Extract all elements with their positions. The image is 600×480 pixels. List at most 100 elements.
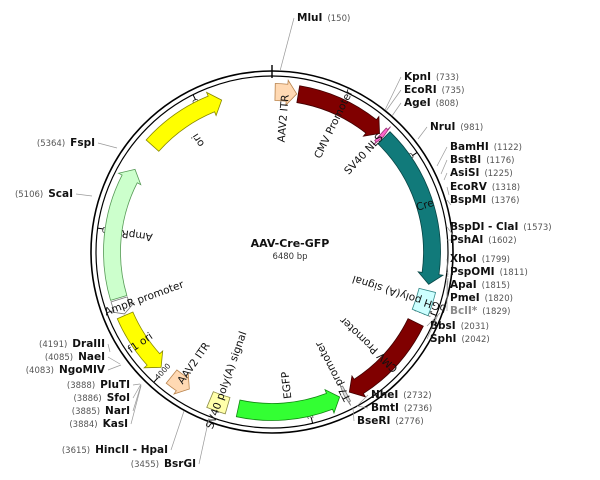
site-pmei: PmeI(1820) [450, 292, 513, 304]
site-mlui: MluI(150) [297, 12, 350, 24]
site-kpni: KpnI(733) [404, 71, 459, 83]
features [103, 79, 445, 421]
site-bamhi: BamHI(1122) [450, 141, 522, 153]
feature-bgh-poly-a-signal [411, 287, 437, 317]
site-sphi: SphI (2042) [430, 333, 490, 345]
site-name: NheI [371, 389, 398, 401]
site-name: AgeI [404, 97, 431, 109]
site-position: (4083) [26, 366, 54, 376]
feature-egfp [235, 388, 341, 421]
site-leader-line [107, 364, 122, 371]
site-name: SphI [430, 333, 456, 345]
site-name: ScaI [48, 188, 73, 200]
site-leader-line [97, 142, 118, 149]
site-leader-line [446, 258, 449, 276]
feature-label: ori [190, 131, 208, 149]
site-name: ApaI [450, 279, 477, 291]
site-asisi: AsiSI(1225) [450, 167, 513, 179]
site-position: (2031) [461, 322, 489, 332]
site-name: NruI [430, 121, 455, 133]
site-name: EcoRI [404, 84, 437, 96]
site-name: EcoRV [450, 181, 488, 193]
site-position: (2732) [403, 391, 431, 401]
feature-t7-promoter [338, 383, 352, 406]
site-bbsi: BbsI(2031) [430, 320, 489, 332]
site-position: (3888) [67, 381, 95, 391]
site-leader-line [391, 102, 402, 117]
site-position: (1376) [491, 196, 519, 206]
site-position: (1815) [482, 281, 510, 291]
site-leader-line [417, 126, 428, 140]
site-sfoi: SfoI(3886) [73, 392, 130, 404]
site-pspomi: PspOMI (1811) [450, 266, 528, 278]
site-nhei: NheI (2732) [371, 389, 432, 401]
site-name: BamHI [450, 141, 489, 153]
site-position: (735) [442, 86, 465, 96]
feature-label: CMV Promoter [337, 314, 400, 375]
feature-label: AmpR [121, 227, 154, 243]
site-leader-line [385, 89, 402, 112]
site-name: KasI [103, 418, 128, 430]
site-name: DraIII [72, 338, 105, 350]
site-leader-line [357, 394, 369, 406]
site-name: NaeI [78, 351, 105, 363]
site-position: (5364) [37, 139, 65, 149]
site-position: (3885) [72, 407, 100, 417]
site-apai: ApaI (1815) [450, 279, 510, 291]
feature-sv40-nls [373, 126, 391, 146]
site-leader-line [132, 383, 142, 399]
site-name: NgoMIV [59, 364, 106, 376]
feature-label: AAV2 ITR [276, 94, 292, 143]
site-name: FspI [70, 137, 95, 149]
tick-mark [411, 152, 418, 157]
site-leader-line [107, 356, 121, 365]
site-name: BmtI [371, 402, 399, 414]
site-position: (733) [436, 73, 459, 83]
site-ecori: EcoRI (735) [404, 84, 464, 96]
feature-f1-ori [116, 311, 164, 369]
feature-sv40-poly-a-signal [206, 391, 231, 415]
tick-mark [430, 312, 437, 316]
site-leader-line [426, 314, 439, 340]
site-position: (2042) [461, 335, 489, 345]
site-position: (808) [436, 99, 459, 109]
site-name: PspOMI [450, 266, 495, 278]
site-leader-line [446, 226, 454, 236]
site-name: BspMI [450, 194, 486, 206]
site-leader-line [107, 343, 111, 353]
feature-ori [145, 91, 223, 152]
site-leader-line [279, 17, 295, 72]
feature-label: SV40 NLS [342, 132, 386, 178]
feature-aav2-itr [274, 79, 298, 107]
site-agei: AgeI (808) [404, 97, 459, 109]
site-position: (150) [327, 14, 350, 24]
site-name: BseRI [357, 415, 390, 427]
site-leader-line [384, 76, 402, 111]
site-bspmi: BspMI (1376) [450, 194, 519, 206]
site-position: (1225) [484, 169, 512, 179]
site-position: (4085) [45, 353, 73, 363]
site-leader-line [352, 407, 355, 422]
site-scai: ScaI (5106) [15, 188, 73, 200]
site-position: (3455) [131, 460, 159, 470]
plasmid-name: AAV-Cre-GFP [251, 237, 330, 250]
feature-ampr-promoter [110, 296, 135, 315]
site-name: PmeI [450, 292, 480, 304]
tick-mark [153, 377, 159, 383]
site-name: HincII - HpaI [95, 444, 168, 456]
site-nari: NarI (3885) [72, 405, 130, 417]
site-position: (5106) [15, 190, 43, 200]
feature-aav2-itr [165, 369, 190, 395]
site-name: NarI [105, 405, 130, 417]
site-position: (3615) [62, 446, 90, 456]
site-position: (1176) [486, 156, 514, 166]
site-position: (1811) [500, 268, 528, 278]
site-bspdi-clai: BspDI - ClaI(1573) [450, 221, 552, 233]
site-name: PshAI [450, 234, 483, 246]
site-name: BclI* [450, 305, 478, 317]
site-leader-line [356, 405, 369, 409]
site-position: (1829) [482, 307, 510, 317]
site-leader-line [440, 159, 448, 175]
site-name: BstBI [450, 154, 481, 166]
